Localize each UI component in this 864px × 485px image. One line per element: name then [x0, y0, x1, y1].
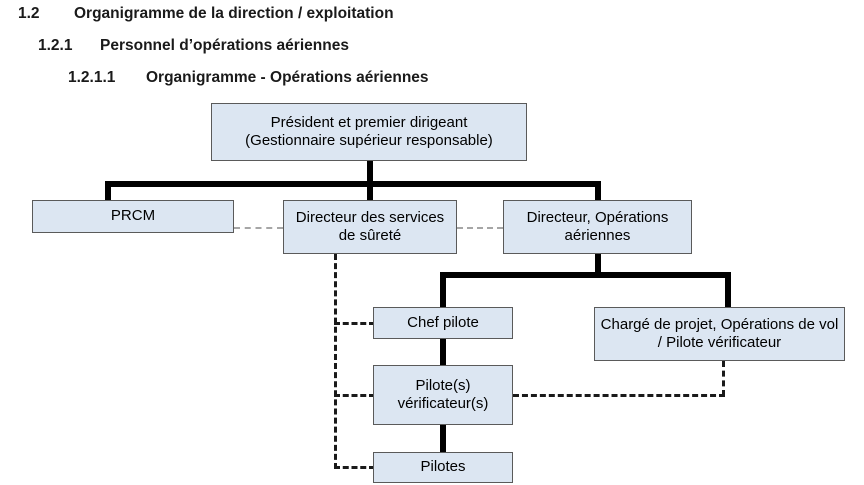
node-directeur-services-surete[interactable]: Directeur des services de sûreté — [283, 200, 457, 254]
dashed-connector-charge-projet-to-pilote-verificateur — [513, 394, 725, 397]
heading-1-2-number: 1.2 — [18, 5, 40, 22]
heading-1-2-1: 1.2.1 Personnel d’opérations aériennes — [38, 38, 349, 54]
node-prcm[interactable]: PRCM — [32, 200, 234, 233]
node-pilotes-verificateurs[interactable]: Pilote(s) vérificateur(s) — [373, 365, 513, 425]
dashed-connector-surete-to-chef-pilote — [334, 322, 375, 325]
node-chef-pilote[interactable]: Chef pilote — [373, 307, 513, 339]
dashed-connector-surete-to-pilotes — [334, 466, 375, 469]
connector-bus-level-2 — [440, 272, 731, 278]
connector-bus-to-chef-pilote — [440, 272, 446, 309]
node-pilotes[interactable]: Pilotes — [373, 452, 513, 483]
heading-1-2-1-1-text: Organigramme - Opérations aériennes — [146, 69, 429, 86]
node-directeur-services-surete-label: Directeur des services de sûreté — [295, 208, 445, 244]
node-president[interactable]: Président et premier dirigeant(Gestionna… — [211, 103, 527, 161]
heading-1-2-1-number: 1.2.1 — [38, 37, 73, 54]
dashed-connector-prcm-to-surete — [234, 227, 283, 229]
node-chef-pilote-label: Chef pilote — [407, 313, 479, 331]
connector-chef-pilote-to-pilote-verificateur — [440, 338, 446, 367]
connector-bus-level-1 — [105, 181, 601, 187]
dashed-connector-charge-projet-vertical — [722, 361, 725, 396]
heading-1-2-text: Organigramme de la direction / exploitat… — [74, 5, 394, 22]
dashed-connector-surete-spine — [334, 254, 337, 469]
node-pilotes-verificateurs-label: Pilote(s) vérificateur(s) — [397, 376, 489, 412]
connector-bus-to-dir-ops — [595, 181, 601, 201]
connector-bus-to-prcm — [105, 181, 111, 201]
node-directeur-operations-aeriennes-label: Directeur, Opérations aériennes — [526, 208, 669, 244]
heading-1-2: 1.2 Organigramme de la direction / exploi… — [18, 6, 394, 22]
heading-1-2-1-text: Personnel d’opérations aériennes — [100, 37, 349, 54]
connector-bus-to-charge-projet — [725, 272, 731, 309]
connector-president-to-bus — [367, 160, 373, 185]
dashed-connector-surete-to-dir-ops — [457, 227, 503, 229]
connector-bus-to-surete — [367, 181, 373, 201]
node-directeur-operations-aeriennes[interactable]: Directeur, Opérations aériennes — [503, 200, 692, 254]
node-charge-de-projet-label: Chargé de projet, Opérations de vol / Pi… — [600, 315, 839, 351]
connector-dir-ops-to-bus — [595, 253, 601, 277]
node-charge-de-projet[interactable]: Chargé de projet, Opérations de vol / Pi… — [594, 307, 845, 361]
dashed-connector-surete-to-pilote-verificateur — [334, 394, 375, 397]
node-president-label: Président et premier dirigeant(Gestionna… — [245, 113, 493, 149]
node-prcm-label: PRCM — [110, 207, 156, 225]
heading-1-2-1-1: 1.2.1.1 Organigramme - Opérations aérienn… — [68, 70, 429, 86]
heading-1-2-1-1-number: 1.2.1.1 — [68, 69, 116, 86]
connector-pilote-verificateur-to-pilotes — [440, 424, 446, 454]
node-pilotes-label: Pilotes — [420, 458, 466, 476]
